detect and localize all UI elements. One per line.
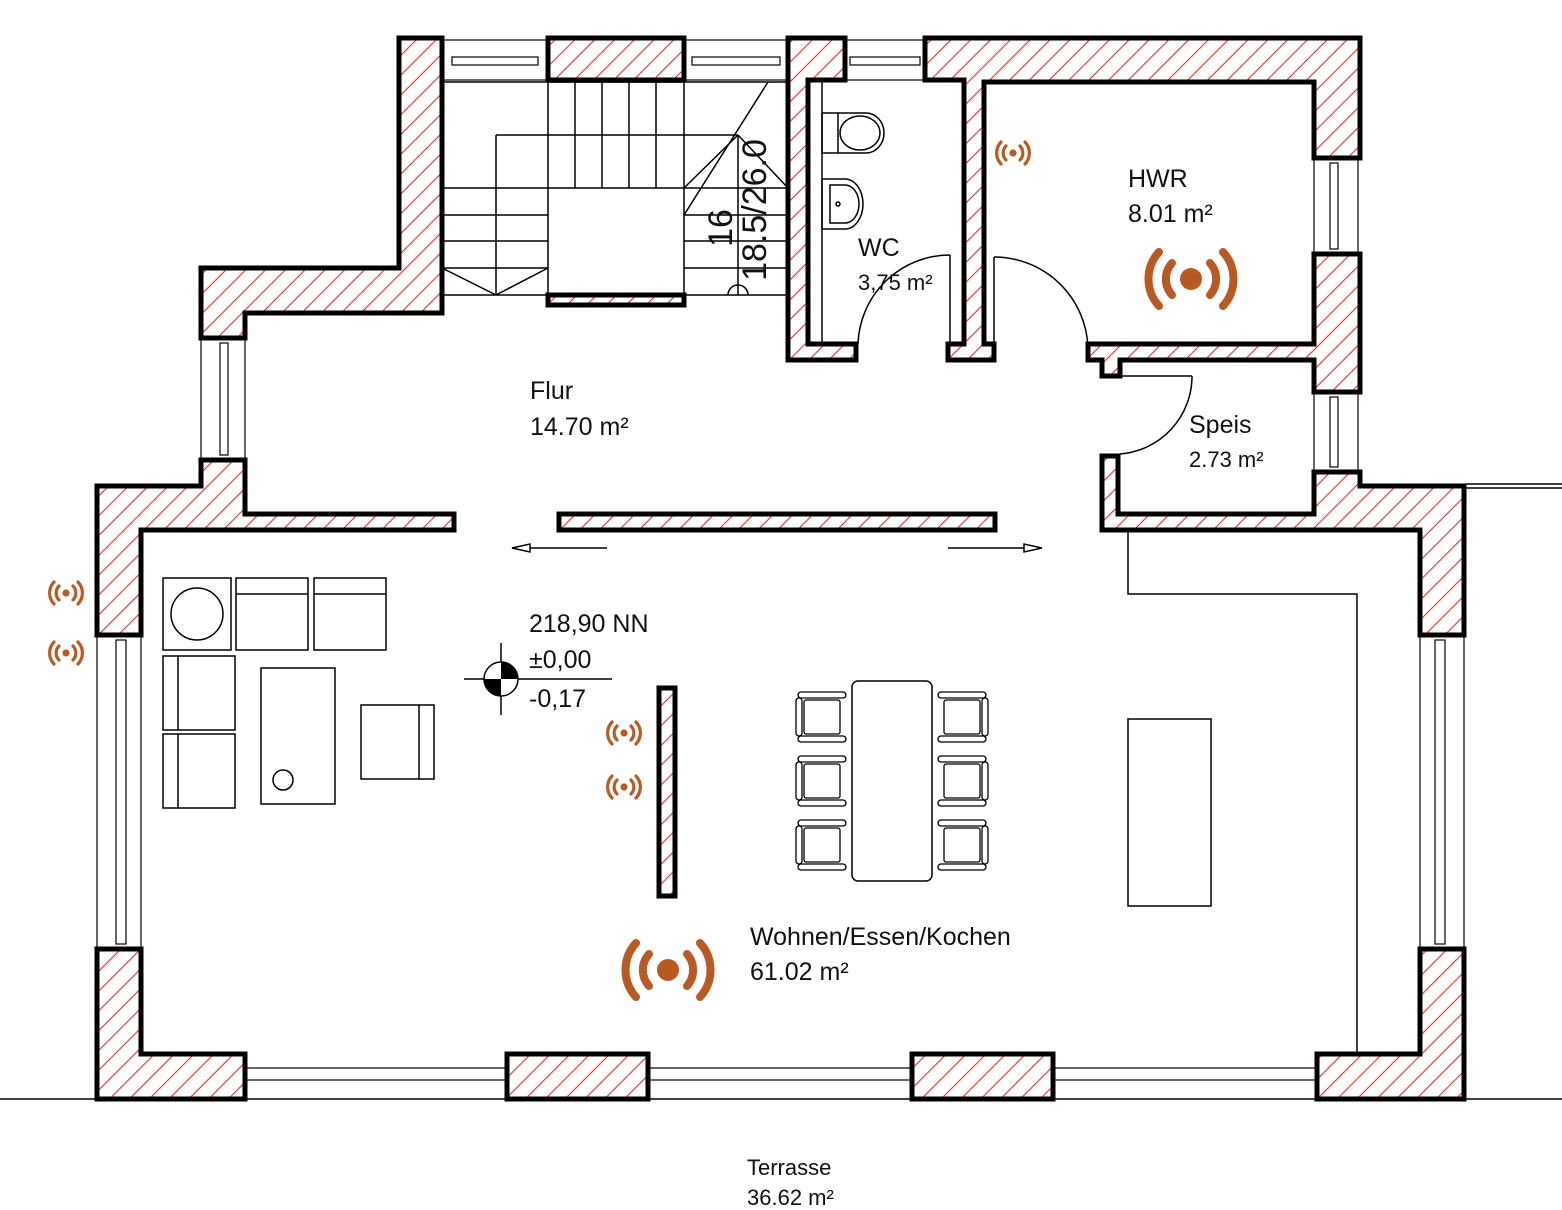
room-name-flur: Flur xyxy=(530,377,573,405)
dining-chair xyxy=(937,755,989,807)
room-name-wc: WC xyxy=(858,234,900,262)
coffee-table xyxy=(260,667,336,805)
dining-chair xyxy=(795,819,847,871)
dining-chair xyxy=(795,755,847,807)
room-name-hwr: HWR xyxy=(1128,165,1188,193)
dining-chairs xyxy=(795,691,989,871)
sofa xyxy=(162,577,387,809)
wifi-signal-icon xyxy=(995,140,1031,166)
room-area-wohnen: 61.02 m² xyxy=(750,958,849,986)
kitchen-counter xyxy=(1127,532,1358,1054)
dining-table xyxy=(851,680,933,882)
sliding-arrows xyxy=(511,543,1043,553)
level-offset: -0,17 xyxy=(529,685,586,713)
walls xyxy=(94,35,1467,1102)
room-name-wohnen: Wohnen/Essen/Kochen xyxy=(750,923,1011,951)
washbasin xyxy=(821,178,864,230)
door-swings xyxy=(857,254,1193,455)
staircase: 16 18.5/26.0 xyxy=(441,81,789,296)
dining-chair xyxy=(937,819,989,871)
room-area-speis: 2.73 m² xyxy=(1189,447,1264,472)
stair-rise-run: 18.5/26.0 xyxy=(736,139,774,281)
wifi-signal-icon xyxy=(1149,252,1234,306)
kitchen-island xyxy=(1127,718,1212,907)
armchair xyxy=(360,704,435,780)
room-labels: Flur 14.70 m² WC 3,75 m² HWR 8.01 m² Spe… xyxy=(530,165,1264,1210)
room-name-speis: Speis xyxy=(1189,411,1252,439)
stair-steps-count: 16 xyxy=(702,209,740,247)
toilet xyxy=(821,112,885,154)
wifi-signal-icon xyxy=(626,943,711,997)
level-nn: 218,90 NN xyxy=(529,610,649,638)
level-zero: ±0,00 xyxy=(529,646,591,674)
wifi-signal-icon xyxy=(48,580,84,606)
level-marker: 218,90 NN ±0,00 -0,17 xyxy=(464,610,649,715)
wifi-signal-icon xyxy=(606,774,642,800)
room-area-hwr: 8.01 m² xyxy=(1128,200,1213,228)
room-area-terrasse: 36.62 m² xyxy=(747,1185,834,1210)
room-area-flur: 14.70 m² xyxy=(530,413,629,441)
dining-chair xyxy=(795,691,847,743)
dining-chair xyxy=(937,691,989,743)
room-area-wc: 3,75 m² xyxy=(858,270,933,295)
wifi-signal-icon xyxy=(606,720,642,746)
room-name-terrasse: Terrasse xyxy=(747,1155,831,1180)
wifi-signal-icon xyxy=(48,640,84,666)
